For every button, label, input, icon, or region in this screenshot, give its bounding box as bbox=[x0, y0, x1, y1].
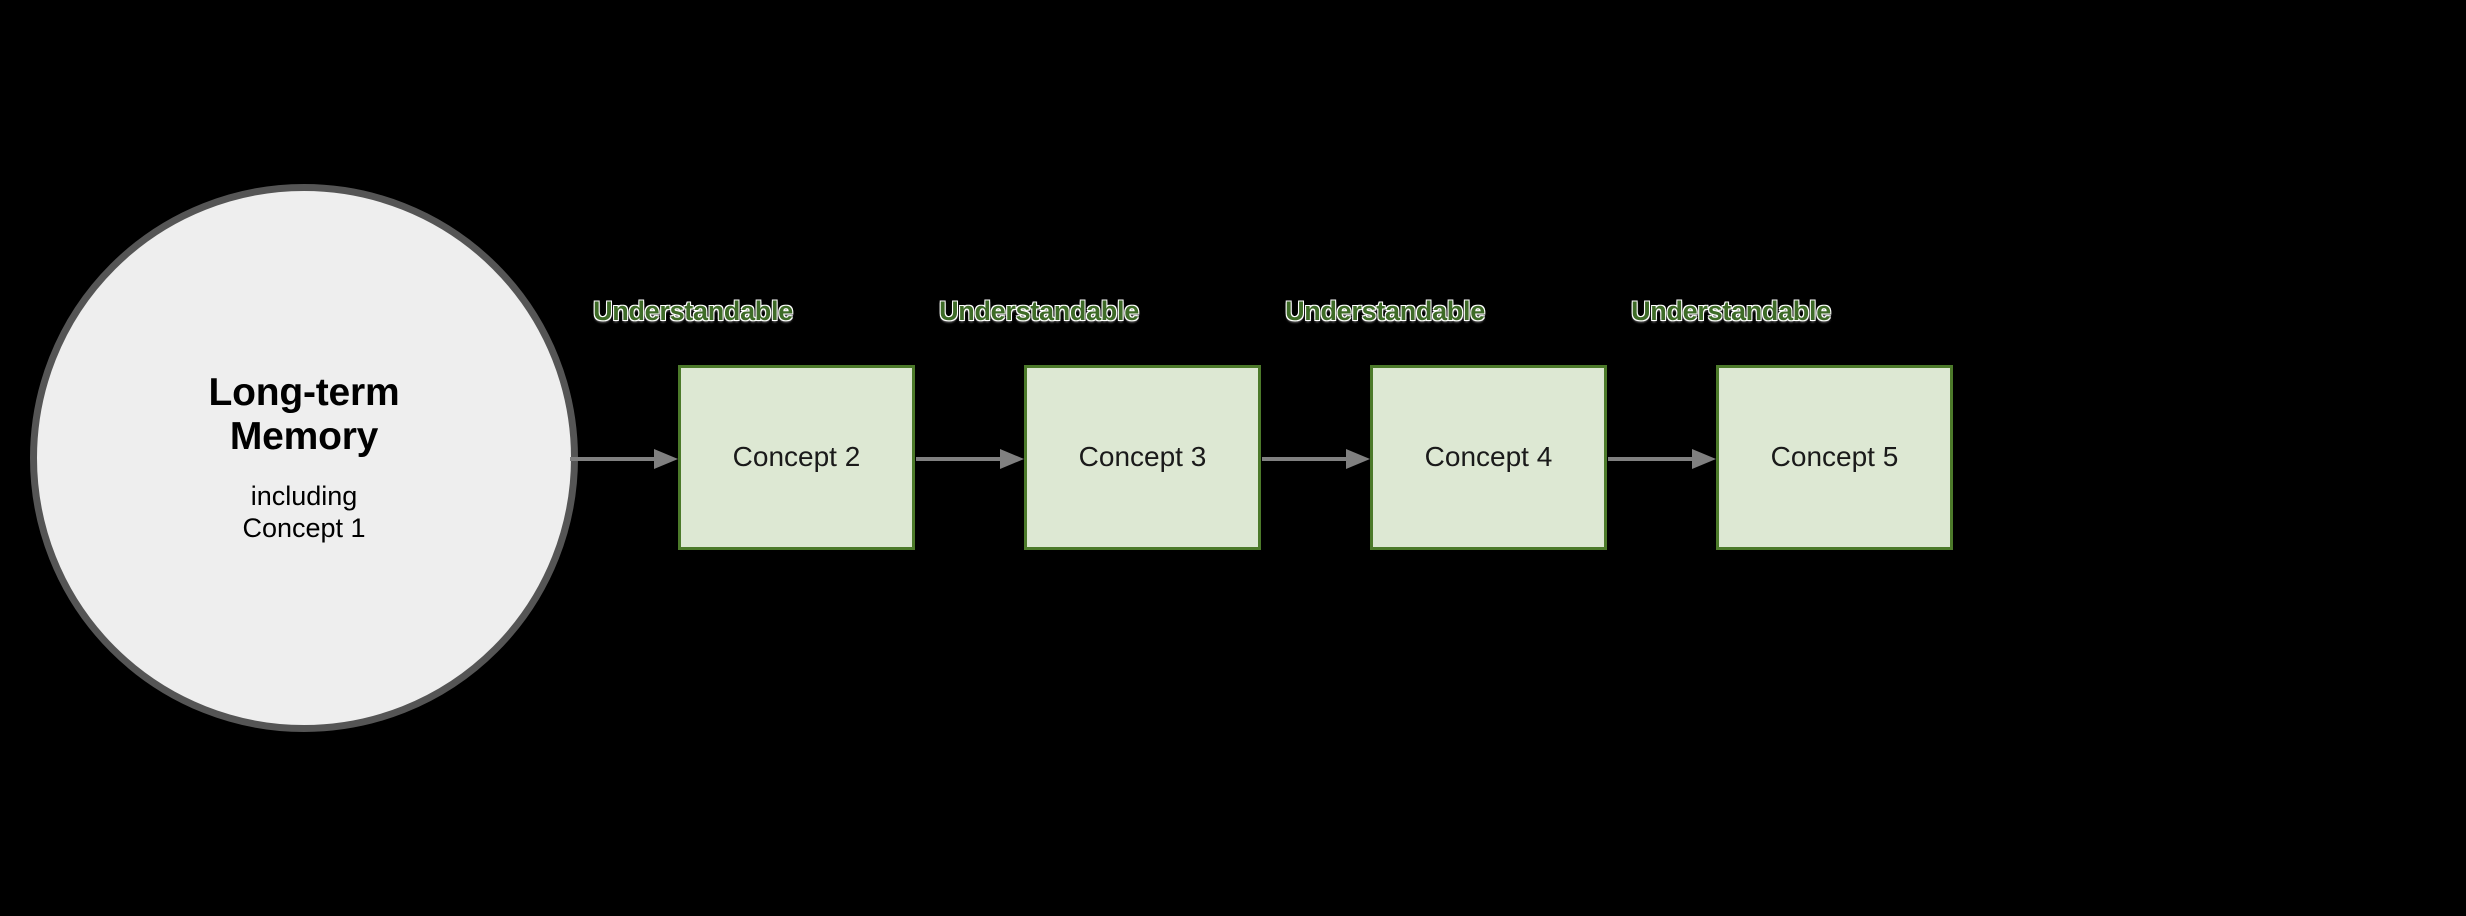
annotation-concept-4: Understandable bbox=[1285, 296, 1485, 326]
node-concept-3[interactable]: Concept 3 bbox=[1024, 365, 1261, 550]
arrow-head-icon bbox=[1346, 449, 1370, 469]
arrow-head-icon bbox=[654, 449, 678, 469]
edge-concept-2-to-concept-3 bbox=[916, 449, 1024, 469]
annotation-concept-2: Understandable bbox=[593, 296, 793, 326]
arrow-shaft bbox=[570, 457, 656, 461]
long-term-memory-title: Long-term Memory bbox=[208, 371, 399, 458]
annotation-concept-5: Understandable bbox=[1631, 296, 1831, 326]
long-term-memory-subtitle: including Concept 1 bbox=[242, 481, 365, 545]
node-concept-5-label: Concept 5 bbox=[1770, 441, 1899, 473]
node-concept-2-label: Concept 2 bbox=[732, 441, 861, 473]
arrow-head-icon bbox=[1692, 449, 1716, 469]
node-concept-2[interactable]: Concept 2 bbox=[678, 365, 915, 550]
long-term-memory-subtitle-line-2: Concept 1 bbox=[242, 512, 366, 543]
node-concept-4-label: Concept 4 bbox=[1424, 441, 1553, 473]
long-term-memory-title-line-2: Memory bbox=[229, 415, 379, 459]
node-concept-3-label: Concept 3 bbox=[1078, 441, 1207, 473]
long-term-memory-subtitle-line-1: including bbox=[250, 480, 358, 511]
arrow-shaft bbox=[916, 457, 1002, 461]
arrow-shaft bbox=[1608, 457, 1694, 461]
arrow-shaft bbox=[1262, 457, 1348, 461]
edge-memory-to-concept-2 bbox=[570, 449, 678, 469]
annotation-concept-3: Understandable bbox=[939, 296, 1139, 326]
edge-concept-3-to-concept-4 bbox=[1262, 449, 1370, 469]
edge-concept-4-to-concept-5 bbox=[1608, 449, 1716, 469]
arrow-head-icon bbox=[1000, 449, 1024, 469]
node-concept-5[interactable]: Concept 5 bbox=[1716, 365, 1953, 550]
node-concept-4[interactable]: Concept 4 bbox=[1370, 365, 1607, 550]
long-term-memory-node[interactable]: Long-term Memory including Concept 1 bbox=[30, 184, 578, 732]
long-term-memory-title-line-1: Long-term bbox=[208, 371, 400, 415]
